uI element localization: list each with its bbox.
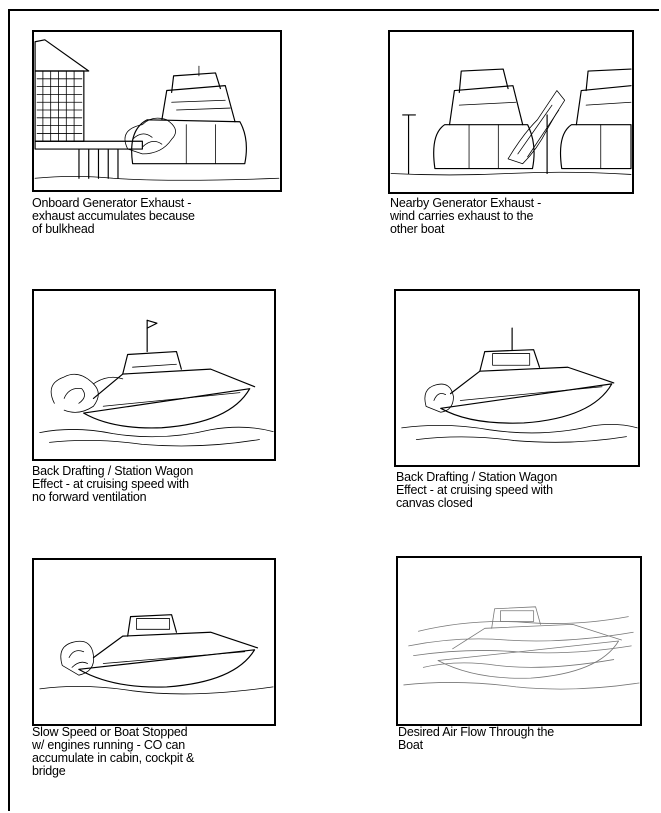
illustration-back-drafting-canvas-closed	[394, 289, 640, 467]
exhaust-cloud-icon	[61, 641, 94, 675]
caption-slow-speed-boat-stopped: Slow Speed or Boat Stopped w/ engines ru…	[32, 726, 194, 778]
boat-icon	[434, 69, 534, 169]
illustration-nearby-generator-exhaust	[388, 30, 634, 194]
caption-line: bridge	[32, 765, 194, 778]
caption-back-drafting-canvas-closed: Back Drafting / Station Wagon Effect - a…	[396, 471, 557, 510]
caption-line: of bulkhead	[32, 223, 195, 236]
caption-line: other boat	[390, 223, 541, 236]
illustration-onboard-generator-exhaust	[32, 30, 282, 192]
exhaust-swirl-icon	[425, 384, 454, 412]
illustration-back-drafting-no-ventilation	[32, 289, 276, 461]
exhaust-swirl-icon	[51, 374, 123, 412]
boat-icon	[132, 66, 247, 164]
caption-back-drafting-no-ventilation: Back Drafting / Station Wagon Effect - a…	[32, 465, 193, 504]
flag-icon	[147, 320, 157, 328]
illustration-desired-air-flow	[396, 556, 642, 726]
boat-icon	[79, 615, 258, 687]
caption-line: Boat	[398, 739, 554, 752]
caption-line: no forward ventilation	[32, 491, 193, 504]
caption-line: canvas closed	[396, 497, 557, 510]
boathouse-icon	[35, 40, 89, 141]
caption-desired-air-flow: Desired Air Flow Through the Boat	[398, 726, 554, 752]
piling-icon	[403, 115, 547, 174]
caption-nearby-generator-exhaust: Nearby Generator Exhaust - wind carries …	[390, 197, 541, 236]
boat-icon	[441, 328, 614, 423]
boat-icon	[84, 320, 255, 428]
second-boat-icon	[561, 69, 631, 169]
caption-onboard-generator-exhaust: Onboard Generator Exhaust - exhaust accu…	[32, 197, 195, 236]
dock-icon	[35, 141, 142, 178]
illustration-slow-speed-boat-stopped	[32, 558, 276, 726]
